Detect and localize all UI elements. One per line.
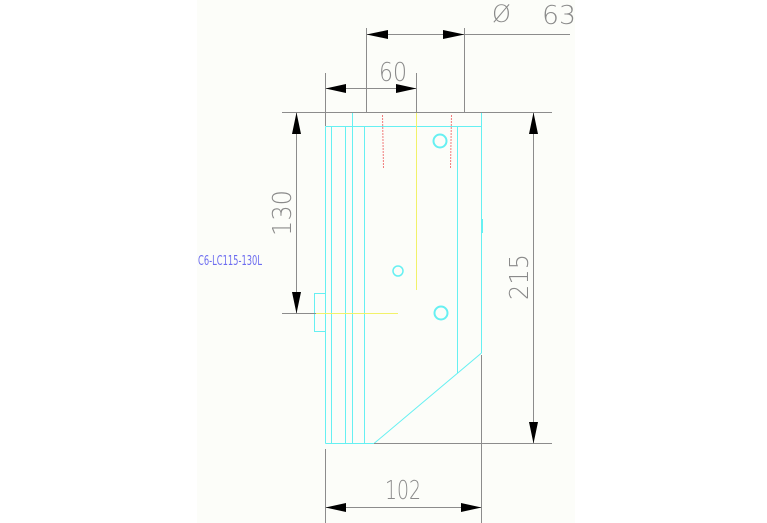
diameter-value: 63 <box>542 1 576 31</box>
part-label: C6-LC115-130L <box>198 254 262 269</box>
drawing-sheet <box>197 0 575 523</box>
total-height-dimension: 215 <box>505 254 535 300</box>
hole-markers <box>392 133 449 321</box>
part-outline <box>314 112 483 444</box>
hole-upper <box>432 133 448 149</box>
dimension-arrows <box>292 30 538 512</box>
hole-middle <box>392 265 404 277</box>
hole-lower <box>433 305 449 321</box>
dimension-lines <box>282 28 570 523</box>
width-dimension: 102 <box>385 476 421 506</box>
center-lines <box>314 112 417 314</box>
mount-height-dimension: 130 <box>268 190 298 236</box>
offset-dimension: 60 <box>379 58 407 88</box>
diameter-symbol: Ø <box>492 0 511 28</box>
